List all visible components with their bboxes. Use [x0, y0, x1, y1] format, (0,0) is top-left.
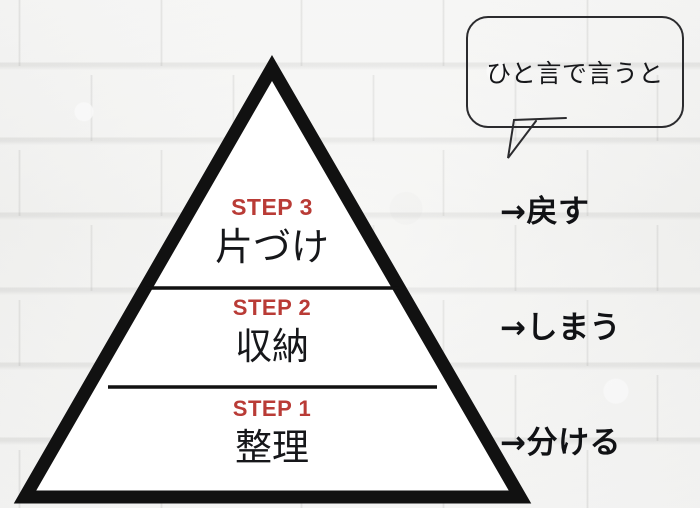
phrase-step1: →分ける [500, 425, 621, 461]
tier-japanese-label: 整理 [235, 426, 309, 469]
pyramid-outline [13, 54, 532, 504]
pyramid-tier-step2: STEP 2 収納 [150, 295, 394, 368]
phrase-step3: →戻す [500, 194, 590, 230]
speech-bubble: ひと言で言うと [466, 16, 684, 128]
tier-step-label: STEP 2 [232, 295, 312, 320]
pyramid-tier-step1: STEP 1 整理 [150, 396, 394, 469]
tier-step-label: STEP 1 [232, 396, 312, 421]
pyramid-fill [25, 68, 520, 497]
tier-step-label: STEP 3 [231, 194, 313, 220]
speech-bubble-tail-icon [507, 117, 567, 159]
pyramid-tier-step3: STEP 3 片づけ [150, 194, 394, 269]
tier-japanese-label: 片づけ [214, 225, 329, 269]
phrase-step2: →しまう [500, 310, 621, 346]
tier-japanese-label: 収納 [235, 325, 309, 368]
speech-bubble-text: ひと言で言うと [486, 59, 664, 88]
